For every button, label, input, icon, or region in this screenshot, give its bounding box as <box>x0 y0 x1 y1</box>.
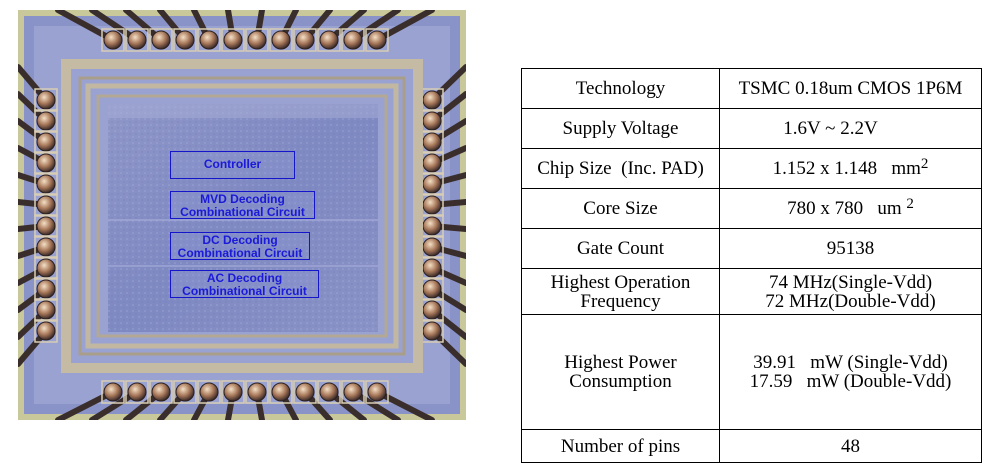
bond-pad <box>343 382 363 402</box>
row-value: TSMC 0.18um CMOS 1P6M <box>719 68 982 109</box>
row-value: 95138 <box>719 228 982 269</box>
row-value: 48 <box>719 429 982 463</box>
bond-pad <box>422 195 442 215</box>
bond-pad <box>422 279 442 299</box>
bond-pad <box>36 132 56 152</box>
bond-wire <box>374 10 435 43</box>
bond-pad <box>36 111 56 131</box>
table-row: Core Size 780 x 780 um 2 <box>521 188 982 229</box>
bond-wire <box>55 389 116 420</box>
table-row: Number of pins 48 <box>521 429 982 463</box>
bond-pad <box>343 30 363 50</box>
bond-pad <box>422 90 442 110</box>
bond-pad <box>422 258 442 278</box>
ac-decoding-block-label: AC Decoding Combinational Circuit <box>170 270 319 298</box>
bond-pad <box>151 30 171 50</box>
bond-pad <box>36 90 56 110</box>
bond-pad <box>36 174 56 194</box>
bond-pad <box>295 382 315 402</box>
table-row: Chip Size (Inc. PAD) 1.152 x 1.148 mm2 <box>521 148 982 189</box>
bond-pad <box>223 382 243 402</box>
bond-pad <box>36 216 56 236</box>
bond-pad <box>247 30 267 50</box>
bond-pad <box>36 195 56 215</box>
bond-pad <box>422 132 442 152</box>
bond-pad <box>103 30 123 50</box>
bond-pad <box>422 111 442 131</box>
bond-pad <box>422 153 442 173</box>
bond-wire <box>55 10 116 43</box>
bond-pad <box>319 30 339 50</box>
bond-pad <box>223 30 243 50</box>
die-graphic <box>18 10 466 420</box>
row-label: Gate Count <box>521 228 720 269</box>
bond-pad <box>36 153 56 173</box>
bond-pad <box>247 382 267 402</box>
bond-wire <box>374 389 435 420</box>
bond-pad <box>295 30 315 50</box>
dc-decoding-block-label: DC Decoding Combinational Circuit <box>170 232 310 260</box>
bond-pad <box>175 30 195 50</box>
row-value: 1.6V ~ 2.2V <box>719 108 982 149</box>
bond-pad <box>36 300 56 320</box>
row-label: Technology <box>521 68 720 109</box>
chip-spec-table: Technology TSMC 0.18um CMOS 1P6M Supply … <box>521 68 982 463</box>
bond-pad <box>127 30 147 50</box>
row-value: 780 x 780 um 2 <box>719 188 982 229</box>
row-value: 74 MHz(Single-Vdd)72 MHz(Double-Vdd) <box>719 268 982 315</box>
row-label: Number of pins <box>521 429 720 463</box>
bond-pad <box>271 30 291 50</box>
bond-pad <box>422 237 442 257</box>
table-row: Gate Count 95138 <box>521 228 982 269</box>
bond-pad <box>36 321 56 341</box>
row-label: Chip Size (Inc. PAD) <box>521 148 720 189</box>
controller-block-label: Controller <box>170 151 295 179</box>
bond-pad <box>319 382 339 402</box>
bond-pad <box>199 30 219 50</box>
row-label: Supply Voltage <box>521 108 720 149</box>
bond-pad <box>367 30 387 50</box>
bond-pad <box>127 382 147 402</box>
bond-pad <box>36 258 56 278</box>
row-value: 1.152 x 1.148 mm2 <box>719 148 982 189</box>
bond-pad <box>422 174 442 194</box>
bond-pad <box>422 300 442 320</box>
chip-die-photo: Controller MVD Decoding Combinational Ci… <box>18 10 466 420</box>
bond-pad <box>422 216 442 236</box>
bond-pad <box>271 382 291 402</box>
mvd-decoding-block-label: MVD Decoding Combinational Circuit <box>170 191 315 219</box>
bond-pad <box>151 382 171 402</box>
bond-pad <box>103 382 123 402</box>
bond-pad <box>36 237 56 257</box>
bond-pad <box>367 382 387 402</box>
row-value: 39.91 mW (Single-Vdd)17.59 mW (Double-Vd… <box>719 314 982 430</box>
bond-pad <box>422 321 442 341</box>
bond-pad <box>36 279 56 299</box>
bond-pad <box>199 382 219 402</box>
bond-pad <box>175 382 195 402</box>
table-row: Technology TSMC 0.18um CMOS 1P6M <box>521 68 982 109</box>
table-row: Supply Voltage 1.6V ~ 2.2V <box>521 108 982 149</box>
row-label: Core Size <box>521 188 720 229</box>
